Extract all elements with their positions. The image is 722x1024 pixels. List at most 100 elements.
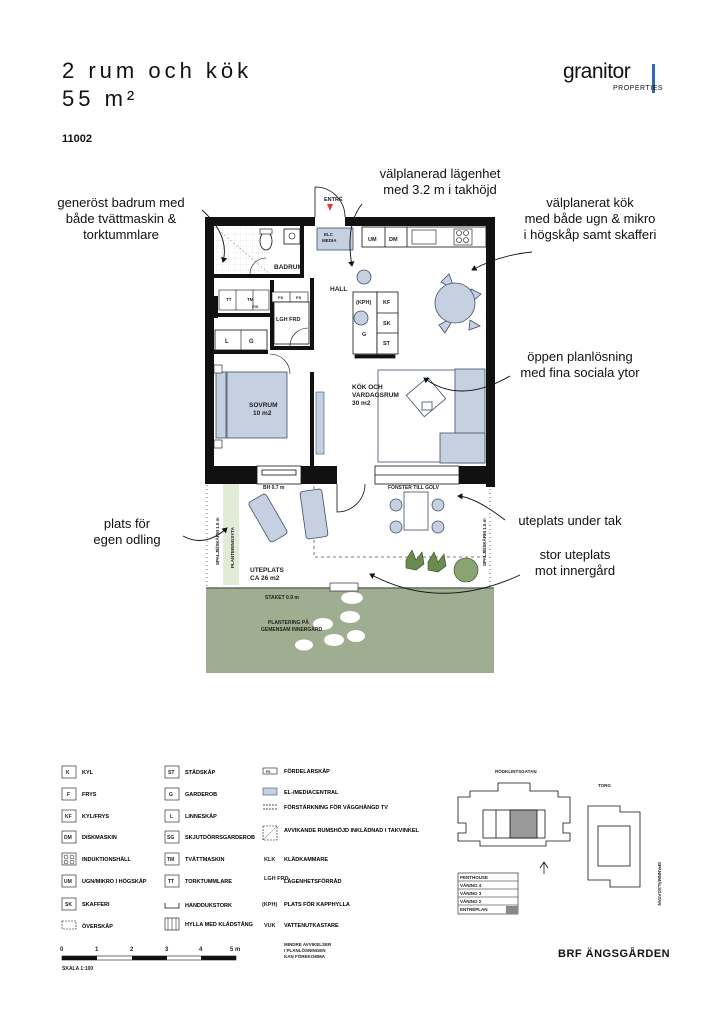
legend-skafferi: SKAFFERI [82,902,110,908]
label-hall: HALL [330,286,347,293]
callout-covered-patio: uteplats under tak [505,513,635,529]
svg-text:3: 3 [165,947,169,953]
floor-table: PENTHOUSE VÅNING 4 VÅNING 3 VÅNING 2 ENT… [457,872,519,915]
legend-skjutdorrsgarderob: SKJUTDÖRRSGARDEROB [185,834,255,841]
label-patio: UTEPLATS [250,567,284,574]
label-bedroom-area: 10 m2 [253,410,272,417]
label-kitchen-living-2: VARDAGSRUM [352,392,399,399]
label-st: ST [383,341,391,347]
legend-col2: ST STÄDSKÅP G GARDEROB L LINNESKÅP SG SK… [164,765,255,931]
legend-el-mediacentral: EL-/MEDIACENTRAL [284,790,339,796]
label-wardrobe-g: G [249,339,254,345]
label-entrance: ENTRÉ [324,195,343,203]
callout-open-plan-line1: öppen planlösning [527,349,633,364]
legend-vuk-code: VUK [264,923,276,929]
scale-note-1: MINDRE AVVIKELSER [284,942,332,947]
callout-open-plan-line2: med fina sociala ytor [520,365,640,380]
legend-frys: FRYS [82,792,97,798]
svg-text:0: 0 [60,947,64,953]
svg-text:4: 4 [199,947,203,953]
label-fence: STAKET 0.9 m [265,595,299,601]
stepping-stones [295,592,365,651]
stool-1 [356,269,372,285]
label-kph: (KPH) [356,300,371,306]
stool-2 [353,310,369,326]
svg-text:UM: UM [64,879,72,885]
scale-bar: 0 1 2 3 4 5 m SKALA 1:100 MINDRE AVVIKEL… [60,942,332,972]
project-name: BRF ÄNGSGÅRDEN [558,948,671,960]
label-fs-1: FS [278,295,283,300]
patio-plants [405,549,479,583]
legend-overskap: ÖVERSKÅP [82,923,113,930]
legend-forstarkning-tv: FÖRSTÄRKNING FÖR VÄGGHÄNGD TV [284,804,388,811]
legend-handdukstork: HANDDUKSTORK [185,903,232,909]
label-fs-2: FS [296,295,301,300]
svg-text:G: G [169,792,173,798]
site-street-right: SPANNMÅLSGATAN [657,862,663,906]
legend-lagenhetsforrad: LÄGENHETSFÖRRÅD [284,878,341,885]
callout-covered-patio-line1: uteplats under tak [518,513,622,528]
bedroom-furniture [213,329,291,449]
svg-text:ST: ST [168,770,174,776]
svg-text:PENTHOUSE: PENTHOUSE [460,875,488,880]
dining-table [434,273,482,334]
svg-text:2: 2 [130,947,134,953]
callout-bathroom-line3: torktummlare [83,227,159,242]
legend-kyl: KYL [82,770,94,776]
svg-text:VÅNING 3: VÅNING 3 [460,890,482,896]
legend-kph-code: (KPH) [262,902,277,908]
callout-kitchen-line2: med både ugn & mikro [524,211,656,226]
label-media: MEDIA [322,238,337,243]
planting-strip [223,480,239,585]
label-trellis-left: SPALJÉ/SKÄRM 1.5 m [213,517,220,565]
callout-bathroom-line2: både tvättmaskin & [65,211,177,226]
label-lgh-frd: LGH FRD [276,317,300,323]
callout-large-patio-line2: mot innergård [534,563,616,578]
legend-hylla: HYLLA MED KLÄDSTÅNG [185,921,253,928]
legend-garderob: GARDEROB [185,792,217,798]
callout-open-plan: öppen planlösning med fina sociala ytor [505,349,655,381]
kitchen-counter [361,226,487,248]
legend-induktionshall: INDUKTIONSHÄLL [82,856,132,863]
svg-text:DM: DM [64,835,72,841]
callout-bathroom-line1: generöst badrum med [57,195,185,210]
scale-label: SKALA 1:100 [62,966,93,972]
scale-note-2: I PLANLÖSNINGEN [284,947,326,953]
logo-word: granitor [563,60,631,83]
windows [256,465,460,485]
label-kf: KF [383,300,391,306]
callout-kitchen-line1: välplanerat kök [546,195,634,210]
svg-text:VÅNING 2: VÅNING 2 [460,898,482,904]
callout-kitchen: välplanerat kök med både ugn & mikro i h… [510,195,670,243]
svg-text:K: K [66,770,70,776]
svg-text:KF: KF [65,814,72,820]
label-um: UM [368,237,377,243]
svg-text:ENTRÉPLAN: ENTRÉPLAN [460,905,488,912]
legend-lgh-frd-code: LGH FRD [264,876,288,882]
legend-stadskap: STÄDSKÅP [185,769,216,776]
label-tm: TM [247,297,254,302]
label-g: G [362,332,366,338]
label-patio-area: CA 26 m2 [250,575,280,582]
tv-bench [315,391,325,455]
legend-vattenutkastare: VATTENUTKASTARE [284,923,339,929]
callout-large-patio-line1: stor uteplats [539,547,611,562]
legend-fordelarskap: FÖRDELARSKÅP [284,768,330,775]
label-kitchen-living-1: KÖK OCH [352,382,383,391]
logo-sub: PROPERTIES [613,85,663,92]
entrance-door [314,186,346,218]
label-tt: TT [226,297,232,302]
legend-diskmaskin: DISKMASKIN [82,835,117,841]
label-sk: SK [383,321,391,327]
label-window-height: BH 0.7 m [263,485,285,491]
svg-text:SG: SG [167,835,174,841]
legend: K KYL F FRYS KF KYL/FRYS DM DISKMASKIN I… [61,765,419,931]
label-fix: FIX [252,304,259,309]
elc-media-cabinet [316,227,354,251]
callout-kitchen-line3: i högskåp samt skafferi [523,227,657,242]
callout-bathroom: generöst badrum med både tvättmaskin & t… [40,195,202,243]
legend-torktummlare: TORKTUMMLARE [185,879,232,885]
callout-ceiling: välplanerad lägenhet med 3.2 m i takhöjd [360,166,520,198]
title-area: 55 m² [62,86,139,111]
